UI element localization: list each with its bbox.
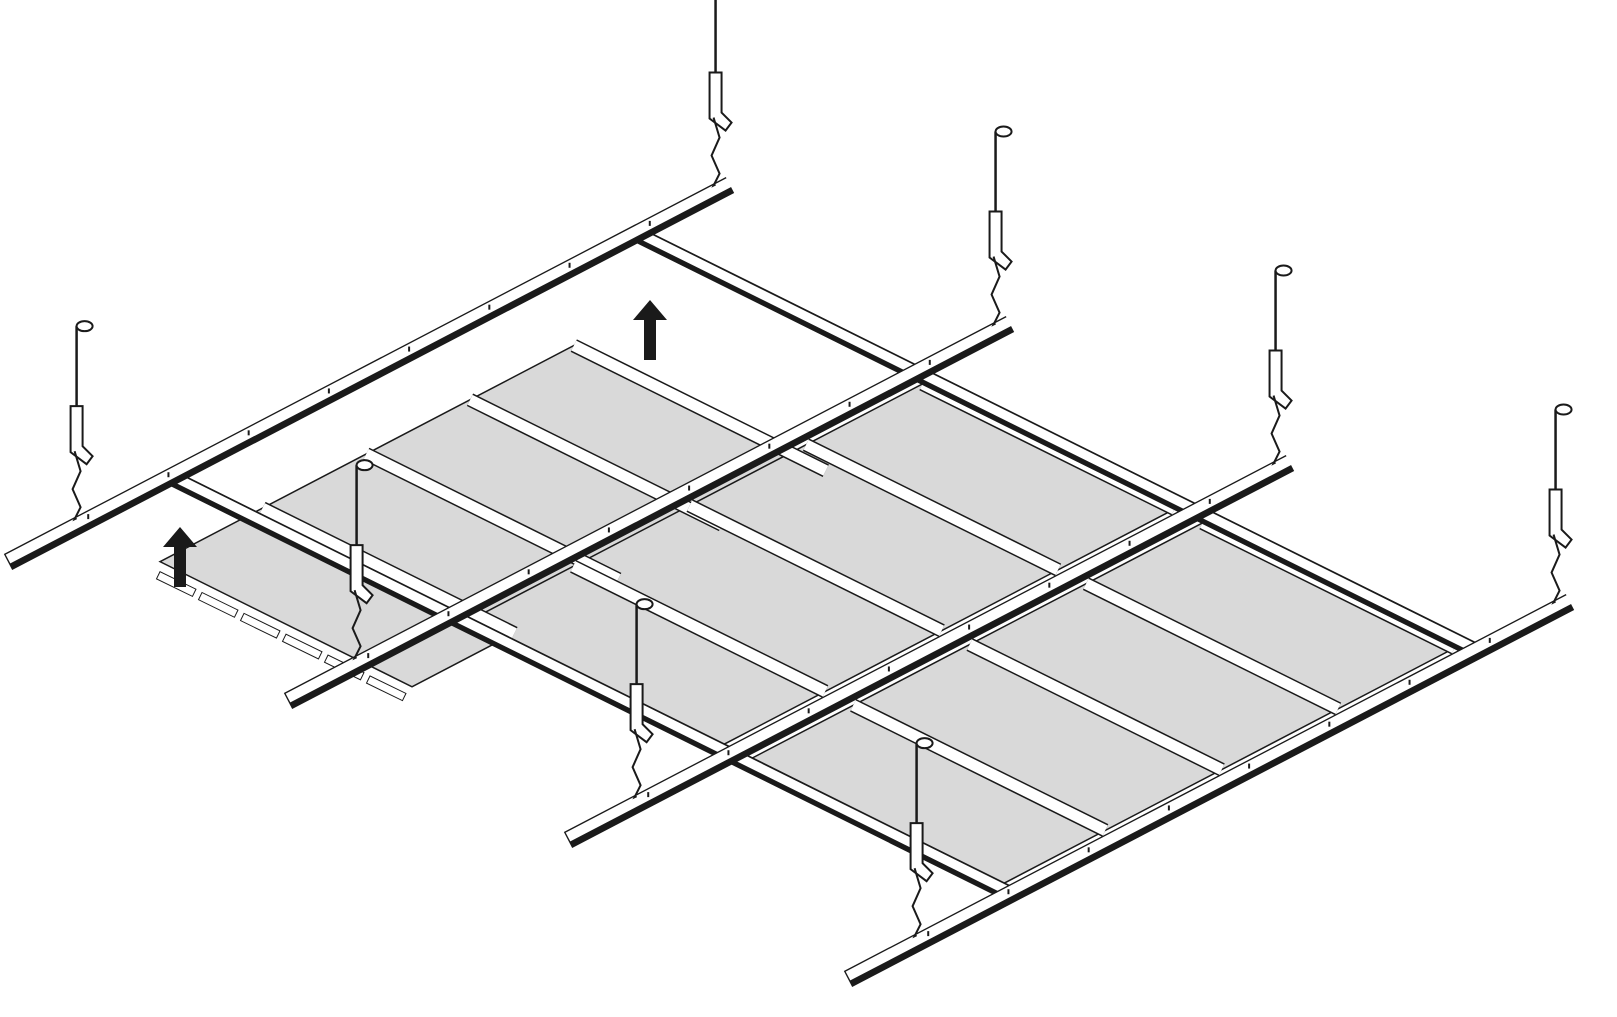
hanger-wire xyxy=(1270,395,1281,466)
hanger-wire xyxy=(990,256,1001,327)
panel-edge-block xyxy=(281,633,323,660)
hanger-clip xyxy=(69,405,94,466)
main-runner xyxy=(845,594,1573,981)
slat xyxy=(1083,578,1341,714)
hanger-wire xyxy=(71,450,82,522)
hanger-wire xyxy=(710,117,721,188)
hanger-eye-icon xyxy=(1554,403,1573,416)
panel-edge-block xyxy=(197,591,239,618)
hanger-clip xyxy=(909,822,934,883)
hanger-eye-icon xyxy=(75,320,94,333)
cross-tee xyxy=(448,610,733,758)
hanger-clip xyxy=(1548,488,1573,549)
hanger-clip xyxy=(708,71,733,132)
cross-tees xyxy=(166,226,1480,902)
hanger-eye-icon xyxy=(994,125,1013,138)
hanger-wire xyxy=(911,867,922,939)
hanger-eye-icon xyxy=(915,737,934,750)
hanger-wire xyxy=(1550,534,1561,605)
hangers xyxy=(69,0,1573,939)
panel-edge-block xyxy=(239,612,281,639)
hanger-eye-icon xyxy=(635,598,654,611)
main-runners xyxy=(3,177,1575,987)
hanger-eye-icon xyxy=(1274,264,1293,277)
hanger-clip xyxy=(988,210,1013,271)
cross-tee xyxy=(728,749,1013,897)
hanger-clip xyxy=(629,683,654,744)
hanger-eye-icon xyxy=(355,459,374,472)
slat xyxy=(687,500,945,636)
slat xyxy=(803,439,1061,575)
main-runner xyxy=(5,177,733,564)
panel-edge-block xyxy=(365,675,407,702)
slat xyxy=(967,639,1225,775)
hanger-wire xyxy=(351,589,362,661)
main-runner xyxy=(285,316,1013,703)
hanger-clip xyxy=(349,544,374,605)
cross-tee xyxy=(1194,505,1479,654)
hanger-wire xyxy=(631,728,642,800)
slat xyxy=(850,700,1108,836)
cross-tee xyxy=(168,471,453,619)
hanger-clip xyxy=(1268,349,1293,410)
cross-tee xyxy=(914,366,1199,515)
cross-tee xyxy=(634,227,919,376)
install-arrows xyxy=(163,300,667,587)
up-arrow-icon xyxy=(633,300,667,360)
up-arrow-icon xyxy=(163,527,197,587)
slat xyxy=(570,561,828,697)
main-runner xyxy=(565,455,1293,842)
